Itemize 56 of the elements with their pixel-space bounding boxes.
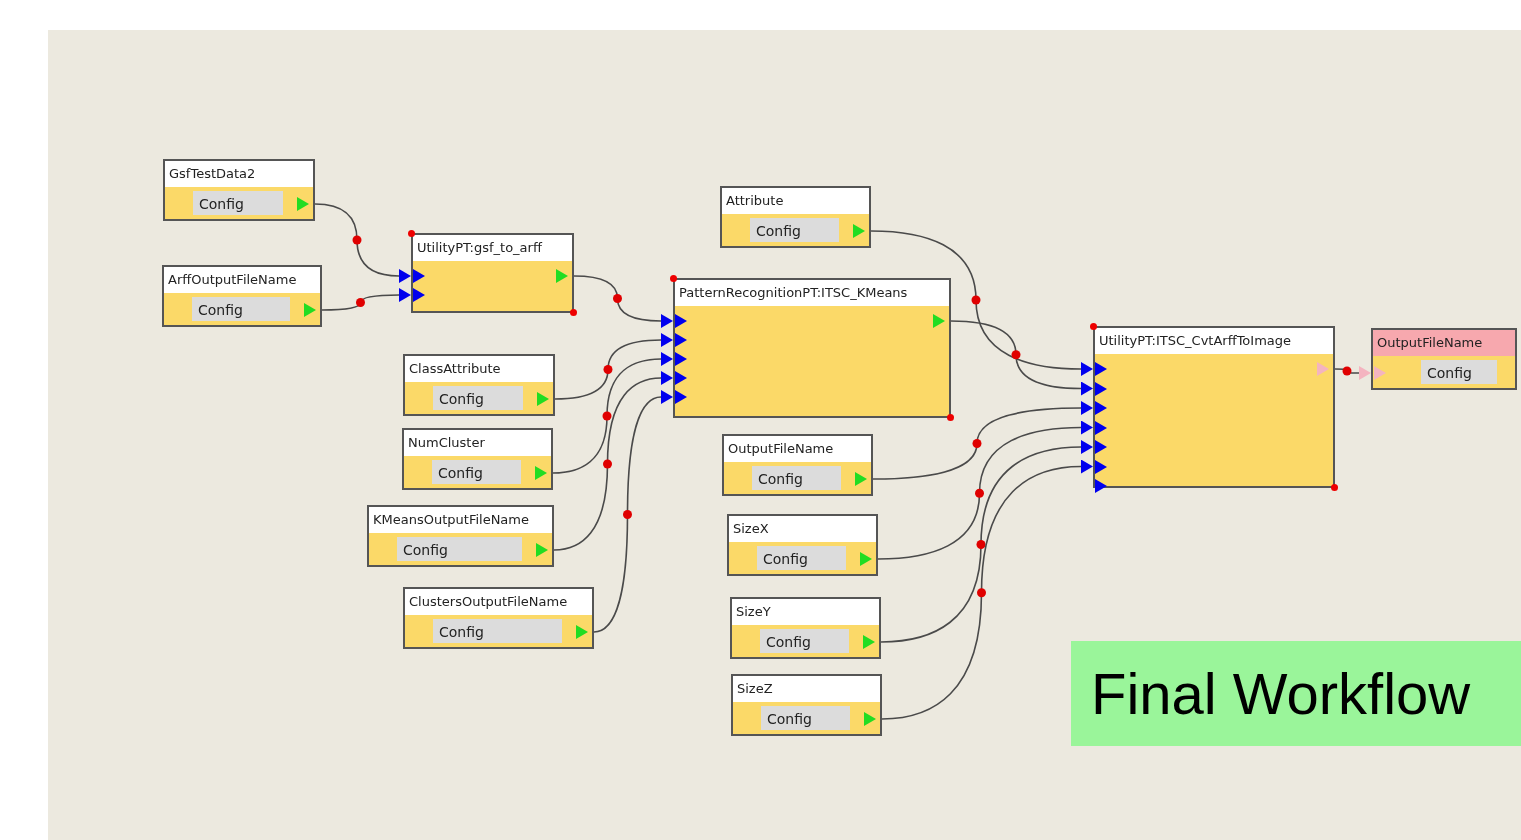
config-button: Config [750, 218, 839, 242]
config-block [731, 674, 882, 736]
config-block [722, 434, 873, 496]
config-block [163, 159, 315, 221]
connector-wire [881, 460, 1092, 720]
block-title: ClassAttribute [405, 356, 553, 382]
config-button: Config [193, 191, 283, 215]
connector-wire [554, 333, 672, 400]
connector-wire [872, 401, 1092, 480]
config-button: Config [760, 629, 849, 653]
connector-wire [1334, 366, 1370, 380]
config-button: Config [761, 706, 850, 730]
config-block [730, 597, 881, 659]
connector-wire [314, 203, 410, 283]
process-block [673, 278, 951, 418]
block-title: ArffOutputFileName [164, 267, 320, 293]
block-title: ClustersOutputFileName [405, 589, 592, 615]
config-block [367, 505, 554, 567]
connector-wire [321, 288, 410, 311]
connector-wire [552, 352, 672, 474]
config-button: Config [192, 297, 290, 321]
config-block [720, 186, 871, 248]
connector-wire [950, 320, 1092, 396]
connector-wire [877, 421, 1092, 560]
config-button: Config [432, 460, 521, 484]
config-button: Config [757, 546, 846, 570]
block-title: UtilityPT:gsf_to_arff [413, 235, 572, 261]
config-button: Config [1421, 360, 1497, 384]
process-block [411, 233, 574, 313]
config-button: Config [752, 466, 841, 490]
connector-wire [553, 371, 672, 551]
block-title: OutputFileName [724, 436, 871, 462]
config-block [402, 428, 553, 490]
block-title: OutputFileName [1373, 330, 1515, 356]
block-title: SizeZ [733, 676, 880, 702]
config-block [162, 265, 322, 327]
block-title: SizeX [729, 516, 876, 542]
block-title: KMeansOutputFileName [369, 507, 552, 533]
block-title: SizeY [732, 599, 879, 625]
block-title: NumCluster [404, 430, 551, 456]
banner-label: Final Workflow [1071, 641, 1521, 746]
config-button: Config [433, 386, 523, 410]
connector-wire [870, 230, 1092, 376]
block-title: UtilityPT:ITSC_CvtArffToImage [1095, 328, 1333, 354]
connector-wire [880, 440, 1092, 643]
config-block [403, 587, 594, 649]
connector-wire [573, 275, 672, 328]
config-button: Config [397, 537, 522, 561]
connector-wire [593, 390, 672, 633]
config-block [1371, 328, 1517, 390]
block-title: Attribute [722, 188, 869, 214]
config-block [727, 514, 878, 576]
config-button: Config [433, 619, 562, 643]
block-title: GsfTestData2 [165, 161, 313, 187]
block-title: PatternRecognitionPT:ITSC_KMeans [675, 280, 949, 306]
config-block [403, 354, 555, 416]
